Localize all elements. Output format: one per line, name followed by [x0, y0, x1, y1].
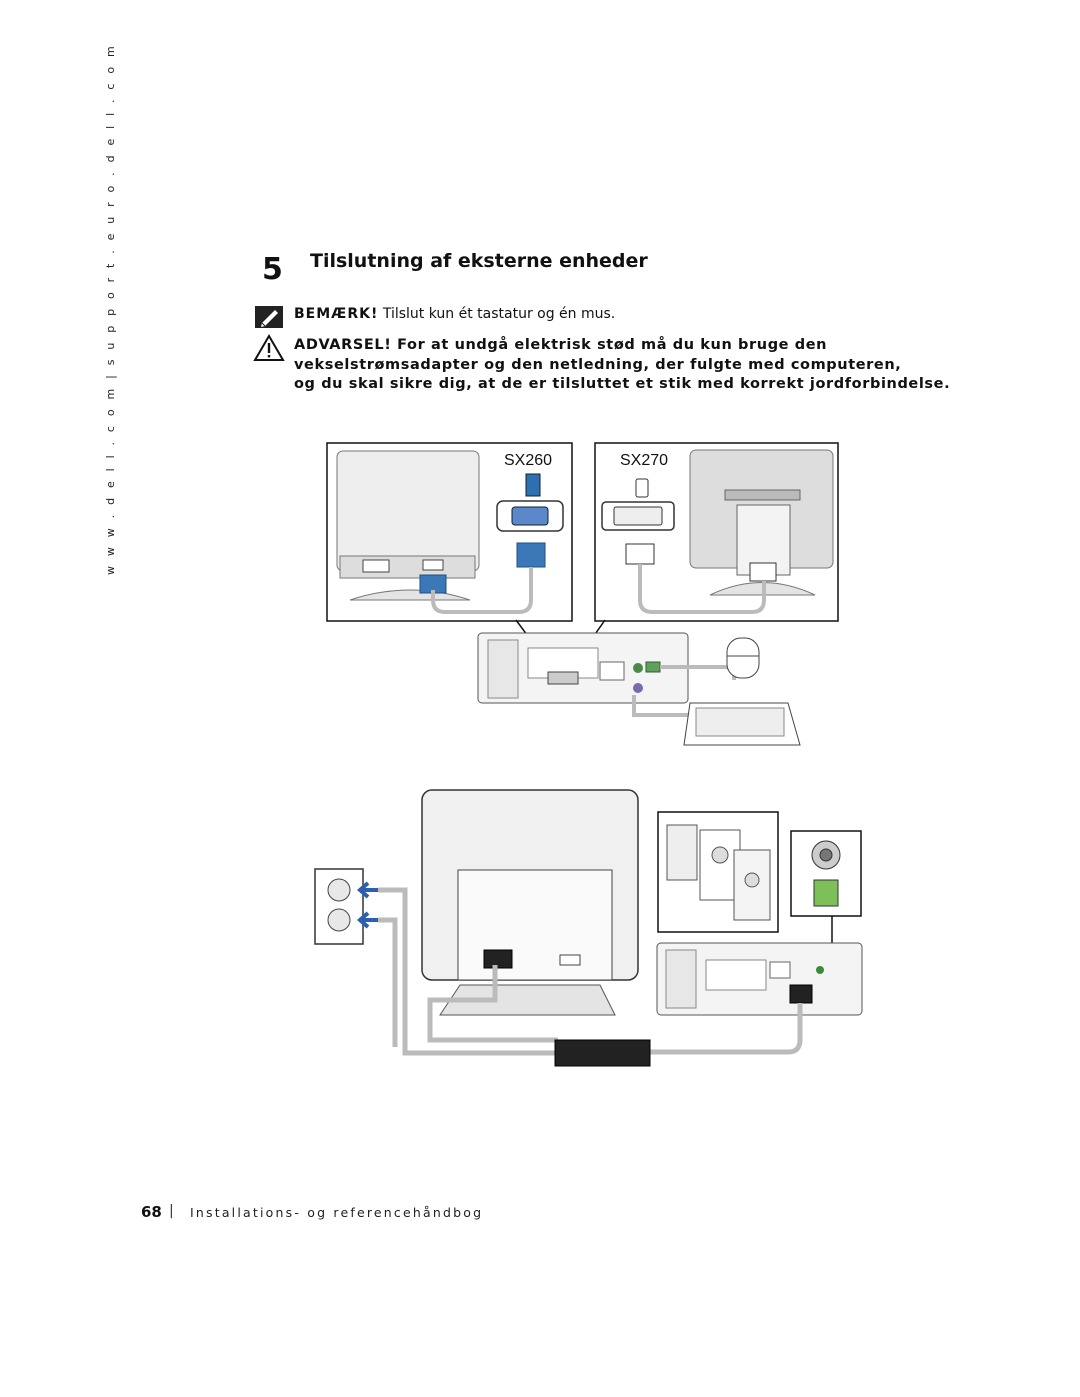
vga-port-icon — [525, 473, 541, 497]
mouse — [726, 637, 760, 679]
footer-title: Installations- og referencehåndbog — [190, 1205, 484, 1220]
note: BEMÆRK! Tilslut kun ét tastatur og én mu… — [294, 306, 615, 322]
dvi-connector — [625, 543, 655, 565]
step-number: 5 — [262, 252, 283, 287]
warning-line-2: vekselstrømsadapter og den netledning, d… — [294, 356, 902, 373]
sx260-label: SX260 — [504, 452, 553, 469]
note-label: BEMÆRK! — [294, 306, 379, 322]
sx270-label: SX270 — [620, 452, 669, 469]
note-pencil-icon — [255, 306, 283, 328]
warning-text: ADVARSEL! For at undgå elektrisk stød må… — [294, 336, 950, 395]
line-out-icon — [813, 879, 839, 907]
dvi-port-icon — [635, 478, 649, 498]
note-text: Tilslut kun ét tastatur og én mus. — [378, 306, 616, 322]
power-adapter — [554, 1039, 651, 1067]
warning-line-3: og du skal sikre dig, at de er tilslutte… — [294, 376, 951, 392]
vga-connector — [516, 542, 546, 568]
footer-separator: | — [169, 1203, 174, 1219]
section-title: Tilslutning af eksterne enheder — [310, 250, 648, 272]
warning-triangle-icon — [253, 334, 285, 361]
warning-line-1: ADVARSEL! For at undgå elektrisk stød må… — [294, 337, 828, 353]
crt-monitor-back — [336, 450, 480, 572]
page-number: 68 — [141, 1203, 162, 1221]
